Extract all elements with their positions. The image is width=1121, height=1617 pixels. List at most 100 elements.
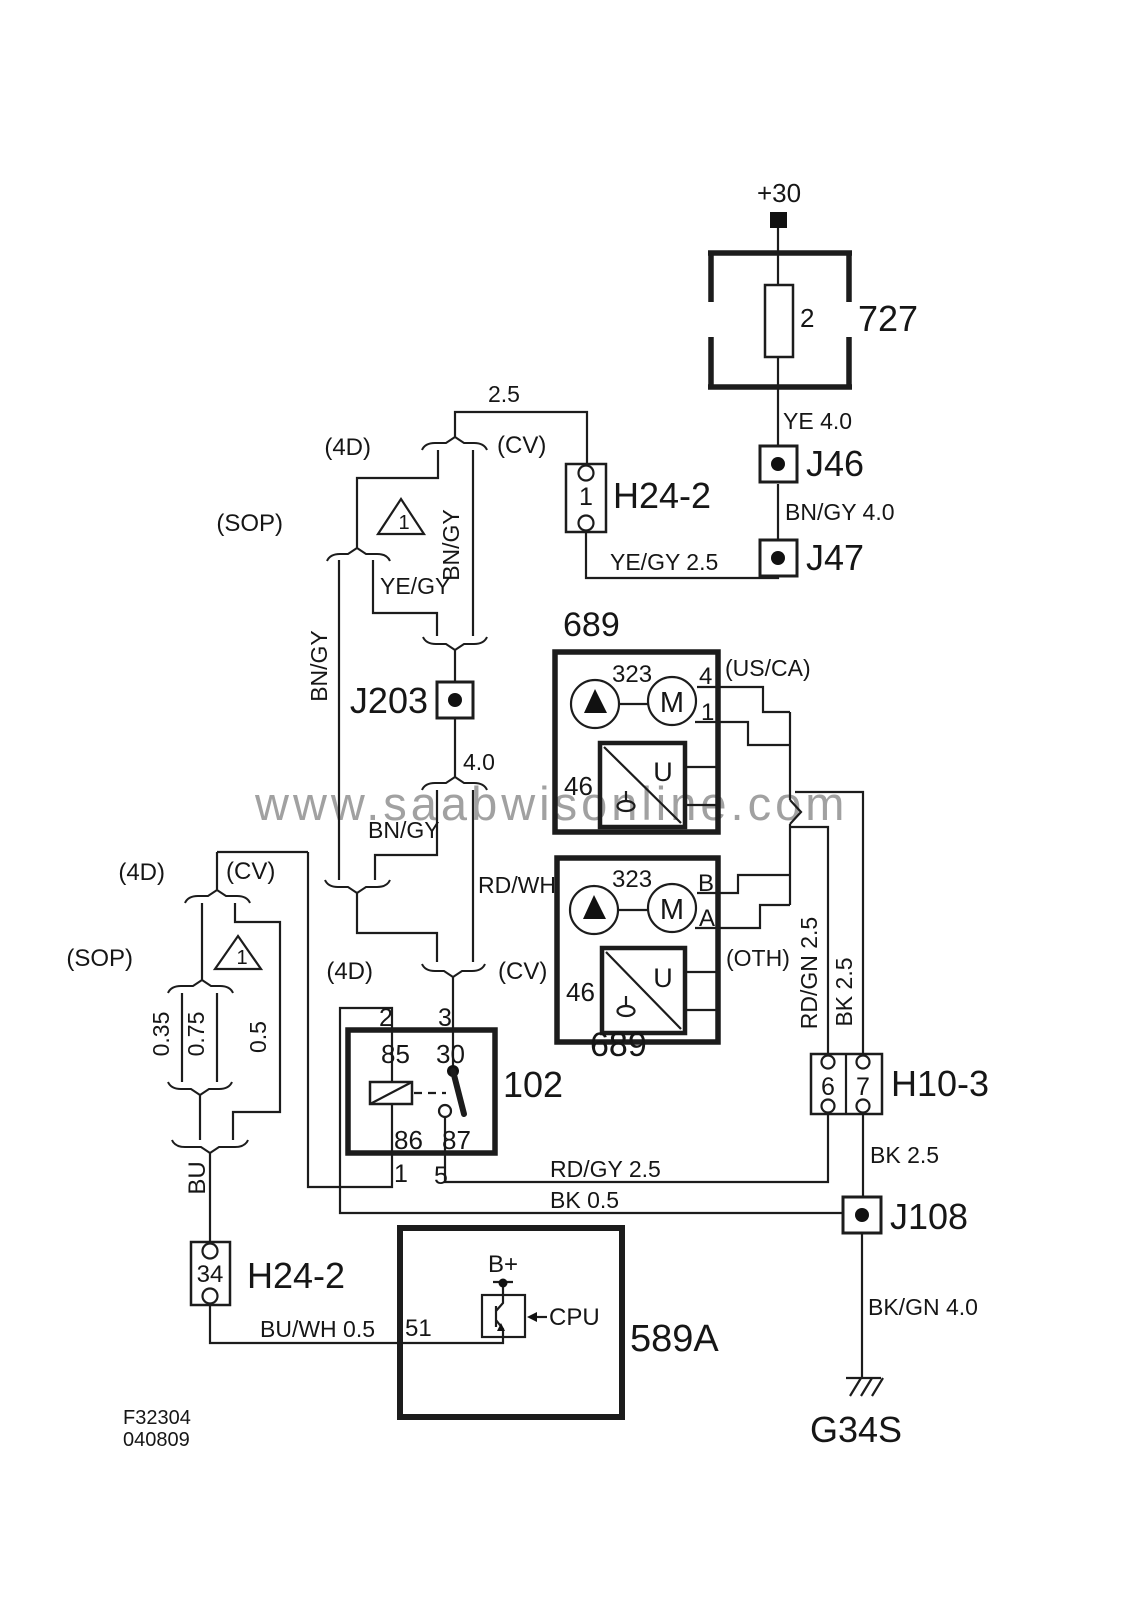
brace-relay-4d-cv bbox=[421, 963, 486, 979]
brace-left-merge2 bbox=[171, 1139, 249, 1155]
wire-label-buwh-05: BU/WH 0.5 bbox=[260, 1316, 375, 1342]
pump-oth-sensor-box bbox=[599, 945, 688, 1036]
relay-switch-arm bbox=[450, 1068, 467, 1117]
brace-j203-split bbox=[421, 775, 488, 791]
variant-oth-label: (OTH) bbox=[726, 945, 790, 971]
fuse-box-727 bbox=[708, 250, 852, 390]
power-section: +30 2 727 YE 4.0 J46 BN/GY 4.0 J47 YE/GY… bbox=[610, 178, 918, 578]
relay-pin1-label: 1 bbox=[394, 1160, 408, 1188]
splice-j47-box bbox=[758, 538, 799, 578]
ecu-pin51-label: 51 bbox=[405, 1315, 432, 1342]
variant-sop-top: (SOP) bbox=[216, 510, 283, 537]
wire-top-network bbox=[337, 410, 589, 1030]
ecu-589a: B+ CPU 51 589A bbox=[397, 1225, 719, 1420]
connector-h24-bottom-pin-label: 34 bbox=[197, 1261, 224, 1288]
pump-oth-pinB: B bbox=[698, 870, 714, 897]
pump-689-usca: 689 M 323 4 1 (US/CA) U 46 bbox=[552, 606, 811, 835]
variant-braces bbox=[167, 435, 488, 1155]
wire-label-rdgn-25: RD/GN 2.5 bbox=[796, 917, 822, 1029]
brace-bngy-merge bbox=[324, 879, 391, 895]
terminal-30-square bbox=[770, 212, 787, 228]
brace-j203-merge bbox=[422, 636, 488, 652]
top-variant-labels: (4D) (CV) BN/GY (SOP) 1 YE/GY BN/GY bbox=[216, 432, 546, 702]
pump-oth-part-label: 323 bbox=[612, 866, 652, 893]
connector-h24-top-label: H24-2 bbox=[613, 475, 711, 516]
triangle-note-top-number: 1 bbox=[398, 512, 409, 534]
pump-usca-motor-circle bbox=[646, 675, 698, 727]
wire-label-bngy-h: BN/GY bbox=[368, 817, 440, 843]
pump-usca-box bbox=[552, 649, 721, 835]
connector-h24-bottom-pin-upper bbox=[201, 1242, 219, 1260]
relay-pin85-label: 85 bbox=[381, 1039, 410, 1069]
connector-h24-bottom: 34 H24-2 BU/WH 0.5 bbox=[189, 1240, 375, 1342]
brace-top-sop bbox=[326, 546, 391, 562]
connector-h10-pin6-top bbox=[820, 1054, 836, 1070]
connector-h24-top: 2.5 1 H24-2 bbox=[488, 381, 711, 534]
wire-label-bngy-vert2: BN/GY bbox=[306, 630, 332, 702]
relay-102-box bbox=[345, 1027, 498, 1156]
relay-pin87-label: 87 bbox=[442, 1125, 471, 1155]
pump-oth-id-label: 689 bbox=[590, 1026, 647, 1064]
wire-label-rdgy-25: RD/GY 2.5 bbox=[550, 1156, 661, 1182]
ecu-bplus-dot bbox=[498, 1278, 508, 1288]
variant-usca-label: (US/CA) bbox=[725, 655, 811, 681]
wire-label-yegy-25: YE/GY 2.5 bbox=[610, 549, 718, 575]
pump-oth-pin46: 46 bbox=[566, 977, 595, 1007]
wire-left-network bbox=[180, 850, 400, 1345]
connector-h24-bottom-label: H24-2 bbox=[247, 1255, 345, 1296]
wire-power-feed bbox=[584, 228, 780, 580]
pump-oth-motor-label: M bbox=[660, 894, 684, 926]
pump-oth-pinA: A bbox=[699, 905, 715, 932]
splice-j203-dot bbox=[448, 693, 462, 707]
ecu-bplus-label: B+ bbox=[488, 1251, 518, 1278]
wire-label-bu: BU bbox=[184, 1161, 211, 1194]
wire-label-25: 2.5 bbox=[488, 381, 520, 407]
wire-relay-external bbox=[338, 1006, 865, 1378]
splice-j108-dot bbox=[855, 1208, 869, 1222]
footer-reference: F32304 040809 bbox=[123, 1407, 191, 1451]
wire-label-bk-05: BK 0.5 bbox=[550, 1187, 619, 1213]
fuse-element bbox=[763, 283, 795, 359]
relay-pin3-label: 3 bbox=[438, 1004, 452, 1032]
footer-date-code: 040809 bbox=[123, 1429, 190, 1451]
splice-j203-section: J203 4.0 BN/GY RD/WH bbox=[350, 680, 556, 898]
fuse-pin-label: 2 bbox=[800, 303, 814, 333]
triangle-note-left bbox=[212, 934, 264, 971]
pump-usca-pump-circle bbox=[569, 678, 621, 730]
brace-left-merge1 bbox=[167, 1081, 233, 1097]
wire-label-bk-25-vert: BK 2.5 bbox=[831, 957, 857, 1026]
pump-usca-sensor-diagonal bbox=[603, 746, 682, 824]
variant-cv-relay: (CV) bbox=[498, 958, 547, 985]
brace-left-4d-cv bbox=[184, 888, 251, 904]
ecu-cpu-label: CPU bbox=[549, 1304, 600, 1331]
connector-h10-3: RD/GN 2.5 BK 2.5 6 7 H10-3 BK 2.5 bbox=[796, 917, 989, 1168]
connector-h10-pin6-bottom bbox=[820, 1098, 836, 1114]
splice-j46-dot bbox=[771, 457, 785, 471]
pump-usca-float bbox=[616, 799, 636, 813]
splice-j46-label: J46 bbox=[806, 443, 864, 484]
wire-label-rdwh: RD/WH bbox=[478, 872, 556, 898]
wire-label-05: 0.5 bbox=[245, 1021, 271, 1053]
wire-label-bngy-vert1: BN/GY bbox=[438, 509, 464, 581]
left-variant-column: (4D) (CV) (SOP) 1 0.35 0.75 0.5 BU bbox=[66, 858, 275, 1195]
pump-689-oth: M 323 B A (OTH) U 46 689 bbox=[554, 855, 790, 1064]
pump-usca-id-label: 689 bbox=[563, 606, 620, 644]
pump-oth-pump-circle bbox=[568, 884, 620, 936]
variant-4d-top: (4D) bbox=[324, 434, 371, 461]
connector-h10-pin7-label: 7 bbox=[856, 1073, 870, 1101]
splice-j47-dot bbox=[771, 551, 785, 565]
wire-label-ye-40: YE 4.0 bbox=[783, 408, 852, 434]
variant-cv-top: (CV) bbox=[497, 432, 546, 459]
ground-g34s-label: G34S bbox=[810, 1409, 902, 1450]
variant-sop-left: (SOP) bbox=[66, 945, 133, 972]
pump-usca-sensor-box bbox=[597, 740, 688, 830]
relay-pin5-label: 5 bbox=[434, 1162, 448, 1190]
pump-usca-pin46: 46 bbox=[564, 771, 593, 801]
variant-merge-chevron bbox=[789, 799, 803, 825]
wire-label-075: 0.75 bbox=[183, 1012, 209, 1057]
variant-4d-left: (4D) bbox=[118, 859, 165, 886]
connector-h10-pin6-label: 6 bbox=[821, 1073, 835, 1101]
connector-h10-pin7-top bbox=[855, 1054, 871, 1070]
pump-oth-sensor-diagonal bbox=[605, 951, 682, 1030]
